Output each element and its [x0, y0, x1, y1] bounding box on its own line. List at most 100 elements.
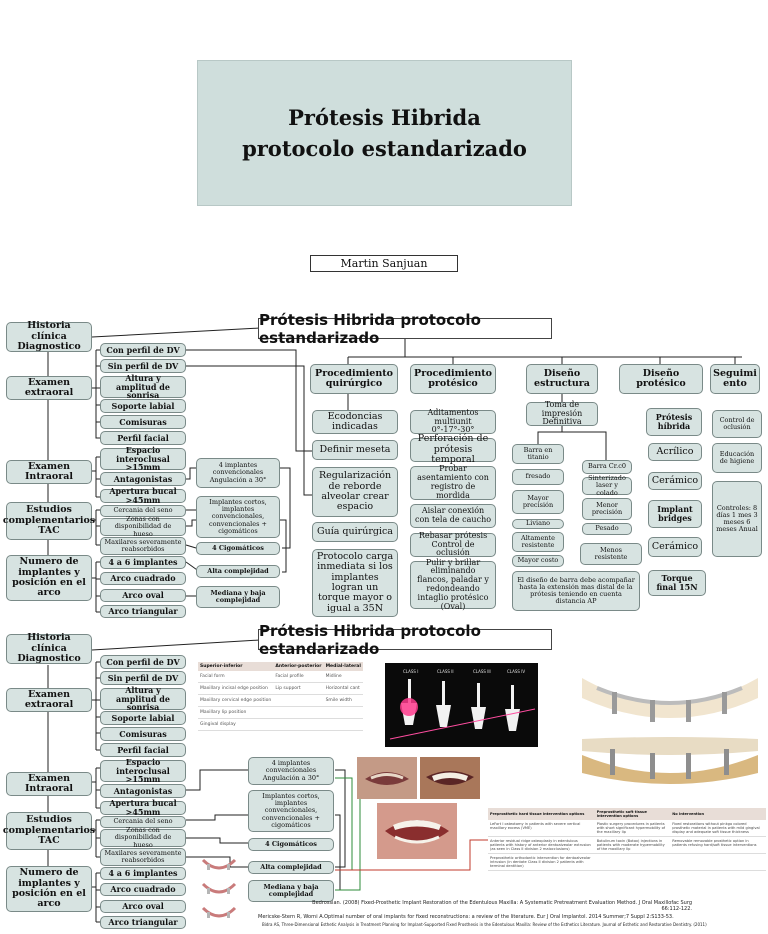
- intraoral-item-2: Antagonistas: [100, 784, 186, 798]
- numero-item-2: 4 a 6 implantes: [100, 867, 186, 880]
- estructura-right-item: Pesado: [582, 523, 632, 535]
- seguimiento-item: Control de oclusión: [712, 410, 762, 438]
- table1-header: Anterior-posterior: [273, 662, 324, 671]
- middle-item: 4 Cigomáticos: [196, 542, 280, 555]
- extraoral-item-2: Perfil facial: [100, 743, 186, 757]
- historia-box-2: Historia clínica Diagnostico: [6, 633, 92, 664]
- numero-item: 4 a 6 implantes: [100, 556, 186, 569]
- table1-cell: Horizontal cant: [323, 682, 363, 695]
- disproto-item: Acrílico: [648, 443, 702, 461]
- estudios-item-2: Maxilares severamente reabsorbidos: [100, 848, 186, 866]
- quirurgico-item: Guía quirúrgica: [312, 522, 398, 542]
- table1-cell: Maxillary incisal edge position: [198, 682, 274, 695]
- xray-label: CLASS IV: [507, 669, 525, 674]
- extraoral-item: Sin perfil de DV: [100, 359, 186, 373]
- table1-cell: Facial profile: [273, 671, 324, 683]
- seguimiento-item: Educación de higiene: [712, 443, 762, 473]
- table1-cell: Smile width: [323, 694, 363, 707]
- extraoral-item: Soporte labial: [100, 399, 186, 413]
- disproto-item: Prótesis híbrida: [646, 408, 702, 436]
- numero-item: Arco triangular: [100, 605, 186, 618]
- middle-item-2: Alta complejidad: [248, 861, 334, 874]
- extraoral-item: Perfil facial: [100, 431, 186, 445]
- disproto-item: Cerámico: [648, 472, 702, 490]
- quirurgico-item: Ecodoncias indicadas: [312, 410, 398, 434]
- estructura-left-item: Mayor costo: [512, 555, 564, 567]
- smile-photo-3: [377, 803, 457, 859]
- table1-cell: Midline: [323, 671, 363, 683]
- table1-cell: Lip support: [273, 682, 324, 695]
- reference: Bidra AS, Three-Dimensional Esthetic Ana…: [262, 922, 707, 927]
- quirurgico-item: Regularización de reborde alveolar crear…: [312, 467, 398, 517]
- middle-item: Mediana y baja complejidad: [196, 586, 280, 608]
- numero-box: Numero de implantes y posición en el arc…: [6, 555, 92, 601]
- protesico-item: Probar asentamiento con registro de mord…: [410, 465, 496, 500]
- table1-header: Medial-lateral: [323, 662, 363, 671]
- disproto-item: Implant bridges: [648, 500, 702, 528]
- table2-cell: Preprosthetic orthodontic intervention f…: [488, 853, 595, 871]
- estructura-left-item: fresado: [512, 469, 564, 485]
- intraoral-item-2: Apertura bucal >45mm: [100, 799, 186, 816]
- estructura-left-item: Mayor precisión: [512, 490, 564, 514]
- extraoral-item-2: Sin perfil de DV: [100, 671, 186, 685]
- xray-label: CLASS III: [473, 669, 491, 674]
- quirurgico-item: Definir meseta: [312, 440, 398, 460]
- protesico-item: Aditamentos multiunit 0°-17°-30°: [410, 408, 496, 434]
- extraoral-item-2: Altura y amplitud de sonrisa: [100, 685, 186, 712]
- reference: Mericske-Stern R, Worni A.Optimal number…: [258, 914, 674, 920]
- protesico-item: Rebasar prótesis Control de oclusión: [410, 531, 496, 557]
- estudios-item: Zonas con disponibilidad de hueso: [100, 516, 186, 537]
- numero-box-2: Numero de implantes y posición en el arc…: [6, 866, 92, 912]
- estudios-item: Maxilares severamente reabsorbidos: [100, 537, 186, 555]
- extraoral-item-2: Con perfil de DV: [100, 655, 186, 669]
- disproto-header: Diseño protésico: [619, 364, 703, 394]
- quirurgico-header: Procedimiento quirúrgico: [310, 364, 398, 394]
- table1-cell: Facial form: [198, 671, 274, 683]
- estructura-note: El diseño de barra debe acompañar hasta …: [512, 571, 640, 611]
- numero-item: Arco cuadrado: [100, 572, 186, 585]
- extraoral-item: Altura y amplitud de sonrisa: [100, 373, 186, 400]
- intraoral-item: Espacio interoclusal >15mm: [100, 445, 186, 472]
- author-box: Martin Sanjuan: [310, 255, 458, 272]
- seguimiento-item: Controles: 8 días 1 mes 3 meses 6 meses …: [712, 481, 762, 557]
- table2-header: No intervention: [670, 808, 766, 820]
- smile-photo-2: [420, 757, 480, 799]
- table1-cell: [323, 706, 363, 719]
- table2-header: Preprosthetic hard tissue intervention o…: [488, 808, 595, 820]
- intraoral-box-2: Examen Intraoral: [6, 772, 92, 796]
- middle-item: Implantes cortos, implantes convencional…: [196, 496, 280, 538]
- estructura-right-item: Sinterizado laser y colado: [582, 475, 632, 496]
- xray-classes-image: CLASS I CLASS II CLASS III CLASS IV: [385, 663, 538, 747]
- table1-cell: [273, 718, 324, 731]
- protesico-item: Pulir y brillar eliminando flancos, pala…: [410, 558, 496, 610]
- estructura-right-item: Menos resistente: [580, 543, 642, 565]
- extraoral-item-2: Soporte labial: [100, 711, 186, 725]
- estructura-right-item: Menor precisión: [582, 498, 632, 520]
- middle-item-2: Implantes cortos, implantes convencional…: [248, 790, 334, 832]
- estudios-item: Cercania del seno: [100, 505, 186, 517]
- arch-thumbnails: [198, 856, 240, 930]
- estructura-left-item: Barra en titanio: [512, 444, 564, 464]
- disproto-item: Torque final 15N: [648, 570, 706, 596]
- numero-item-2: Arco cuadrado: [100, 883, 186, 896]
- table2-cell: Botulinum toxin (Botox) injections in pa…: [594, 836, 671, 854]
- diagram2-title: Prótesis Hibrida protocolo estandarizado: [258, 622, 552, 658]
- middle-item: Alta complejidad: [196, 565, 280, 578]
- protesico-item: Aislar conexión con tela de caucho: [410, 504, 496, 528]
- estructura-left-item: Liviano: [512, 519, 564, 529]
- middle-item-2: 4 implantes convencionales Angulación a …: [248, 757, 334, 785]
- intervention-table: Preprosthetic hard tissue intervention o…: [488, 808, 766, 894]
- table2-header: Preprosthetic soft tissue intervention o…: [594, 808, 671, 820]
- table1-cell: [323, 718, 363, 731]
- estudios-item-2: Zonas con disponibilidad de hueso: [100, 827, 186, 848]
- estudios-item-2: Cercania del seno: [100, 816, 186, 828]
- table2-cell: Removable removable prosthetic option in…: [670, 836, 766, 854]
- table1-cell: [273, 706, 324, 719]
- table1-cell: Maxillary cervical edge position: [198, 694, 274, 707]
- estudios-box: Estudios complementarios TAC: [3, 502, 95, 540]
- table1-header: Superior-inferior: [198, 662, 274, 671]
- table2-cell: [670, 853, 766, 871]
- table1-cell: [273, 694, 324, 707]
- estudios-box-2: Estudios complementarios TAC: [3, 812, 95, 850]
- quirurgico-item: Protocolo carga inmediata si los implant…: [312, 549, 398, 617]
